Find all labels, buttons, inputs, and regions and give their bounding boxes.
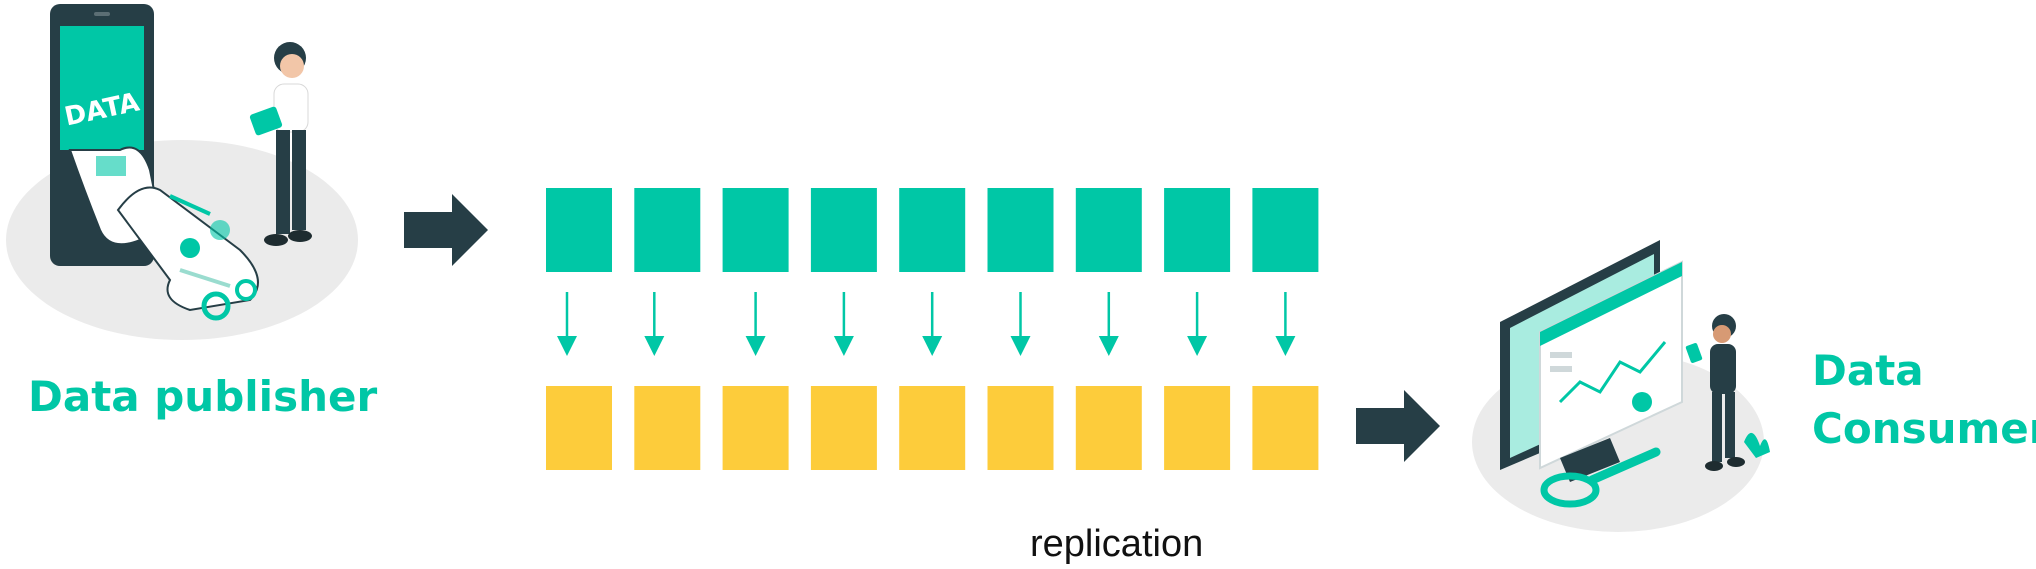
consumer-illustration-icon xyxy=(1472,240,1770,532)
source-block xyxy=(722,188,789,272)
source-block xyxy=(546,188,612,272)
source-block xyxy=(634,188,701,272)
publisher-illustration-icon: DATA xyxy=(6,4,358,340)
replica-block xyxy=(1252,386,1319,470)
right-arrow-icon xyxy=(1356,390,1440,462)
publisher-label: Data publisher xyxy=(28,372,378,421)
consumer-label: Data Consumer xyxy=(1812,342,2036,458)
replica-block xyxy=(634,386,701,470)
replica-block xyxy=(1164,386,1231,470)
source-block xyxy=(1164,188,1231,272)
source-block xyxy=(1075,188,1142,272)
down-arrow-icon xyxy=(745,336,766,356)
down-arrow-icon xyxy=(1098,336,1119,356)
replica-block xyxy=(987,386,1054,470)
replica-block xyxy=(810,386,877,470)
right-arrow-icon xyxy=(404,194,488,266)
source-block xyxy=(899,188,966,272)
down-arrow-icon xyxy=(833,336,854,356)
down-arrow-icon xyxy=(644,336,665,356)
replica-block xyxy=(546,386,612,470)
source-block xyxy=(987,188,1054,272)
down-arrow-icon xyxy=(1010,336,1031,356)
replica-block xyxy=(899,386,966,470)
replica-block xyxy=(722,386,789,470)
source-block xyxy=(810,188,877,272)
replica-block xyxy=(1075,386,1142,470)
down-arrow-icon xyxy=(557,336,577,356)
down-arrow-icon xyxy=(922,336,943,356)
replication-label: replication xyxy=(1030,523,1204,565)
down-arrow-icon xyxy=(1275,336,1296,356)
consumer-label-line2: Consumer xyxy=(1812,404,2036,453)
down-arrow-icon xyxy=(1187,336,1208,356)
consumer-label-line1: Data xyxy=(1812,346,1924,395)
source-block xyxy=(1252,188,1319,272)
